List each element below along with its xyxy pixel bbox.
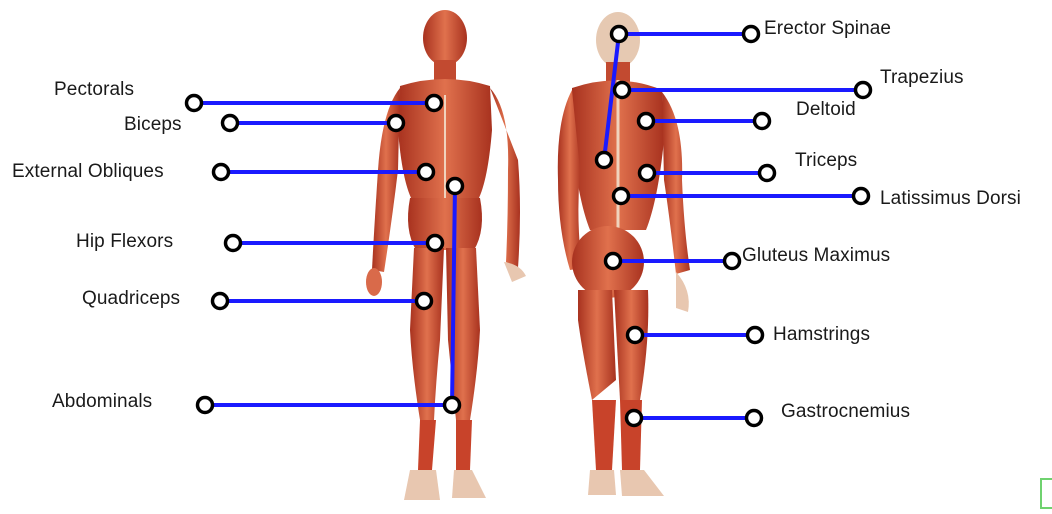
- marker-hip-flexors-0: [226, 236, 241, 251]
- corner-mark: [1040, 478, 1052, 509]
- marker-quadriceps-0: [213, 294, 228, 309]
- marker-triceps-1: [760, 166, 775, 181]
- marker-gluteus-maximus-0: [606, 254, 621, 269]
- marker-deltoid-1: [755, 114, 770, 129]
- marker-erector-spinae-0: [744, 27, 759, 42]
- marker-pectorals-0: [187, 96, 202, 111]
- label-biceps: Biceps: [124, 115, 182, 134]
- marker-gastrocnemius-1: [747, 411, 762, 426]
- marker-external-obliques-0: [214, 165, 229, 180]
- marker-latissimus-dorsi-1: [854, 189, 869, 204]
- label-latissimus-dorsi: Latissimus Dorsi: [880, 189, 1021, 208]
- marker-trapezius-1: [856, 83, 871, 98]
- label-triceps: Triceps: [795, 151, 857, 170]
- marker-gastrocnemius-0: [627, 411, 642, 426]
- marker-trapezius-0: [615, 83, 630, 98]
- marker-biceps-1: [389, 116, 404, 131]
- marker-gluteus-maximus-1: [725, 254, 740, 269]
- marker-deltoid-0: [639, 114, 654, 129]
- marker-hip-flexors-1: [428, 236, 443, 251]
- marker-abdominals-2: [448, 179, 463, 194]
- label-external-obliques: External Obliques: [12, 162, 164, 181]
- label-deltoid: Deltoid: [796, 100, 856, 119]
- marker-abdominals-0: [198, 398, 213, 413]
- label-erector-spinae: Erector Spinae: [764, 19, 891, 38]
- marker-triceps-0: [640, 166, 655, 181]
- label-pectorals: Pectorals: [54, 80, 134, 99]
- marker-hamstrings-1: [748, 328, 763, 343]
- label-gastrocnemius: Gastrocnemius: [781, 402, 910, 421]
- marker-quadriceps-1: [417, 294, 432, 309]
- marker-pectorals-1: [427, 96, 442, 111]
- connector-layer: [187, 27, 871, 426]
- label-hip-flexors: Hip Flexors: [76, 232, 173, 251]
- marker-erector-spinae-2: [597, 153, 612, 168]
- label-hamstrings: Hamstrings: [773, 325, 870, 344]
- marker-erector-spinae-1: [612, 27, 627, 42]
- marker-hamstrings-0: [628, 328, 643, 343]
- label-quadriceps: Quadriceps: [82, 289, 180, 308]
- label-gluteus-maximus: Gluteus Maximus: [742, 246, 890, 265]
- label-trapezius: Trapezius: [880, 68, 964, 87]
- marker-external-obliques-1: [419, 165, 434, 180]
- front-body-figure: [366, 10, 526, 500]
- marker-abdominals-1: [445, 398, 460, 413]
- marker-biceps-0: [223, 116, 238, 131]
- label-abdominals: Abdominals: [52, 392, 152, 411]
- marker-latissimus-dorsi-0: [614, 189, 629, 204]
